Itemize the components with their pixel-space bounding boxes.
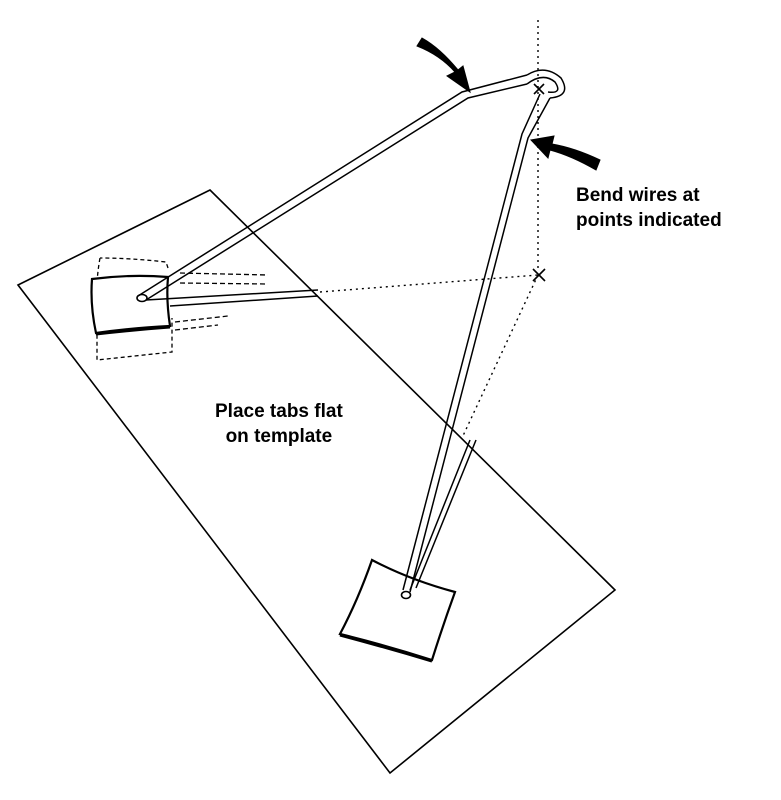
lower-bend-marker <box>532 268 546 282</box>
top-bend-marker <box>533 83 545 95</box>
bottom-tab <box>338 558 457 662</box>
arrow-upper-bend-icon <box>416 37 471 94</box>
wire-apex-loop <box>526 69 566 99</box>
left-tab-edge <box>95 325 171 336</box>
bend-instruction-line-2: points indicated <box>576 210 722 231</box>
tabs-instruction-line-1: Place tabs flat <box>215 401 343 422</box>
tabs-instruction-label: Place tabs flat on template <box>215 399 343 449</box>
bottom-tab-edge <box>339 633 433 663</box>
left-tab <box>90 274 172 335</box>
wire-upper-left <box>137 74 528 301</box>
diagonal-projection-line <box>461 274 539 439</box>
wire-lower <box>145 289 477 591</box>
bottom-tab-hole <box>400 590 412 600</box>
left-tab-hole <box>136 293 148 303</box>
bend-instruction-label: Bend wires at points indicated <box>576 183 722 233</box>
arrow-right-bend-icon <box>529 135 601 171</box>
motion-dashes <box>174 272 269 331</box>
horizontal-projection-line <box>319 274 539 293</box>
bend-instruction-line-1: Bend wires at <box>576 185 700 206</box>
tabs-instruction-line-2: on template <box>225 426 333 447</box>
wire-right-vertical <box>402 93 551 593</box>
template-sheet <box>16 189 617 775</box>
